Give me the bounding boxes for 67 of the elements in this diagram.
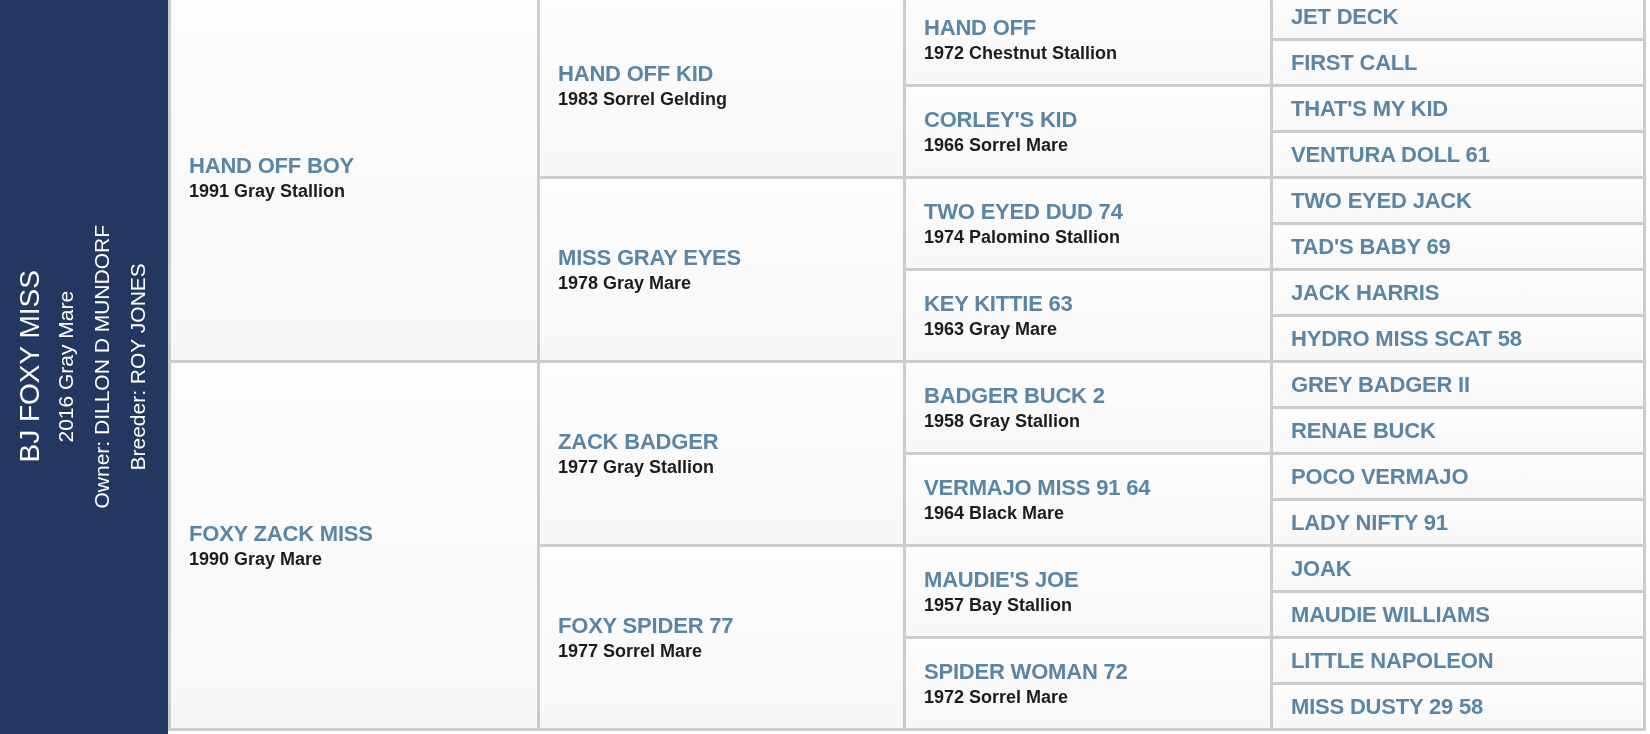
- horse-details: 1964 Black Mare: [924, 502, 1065, 525]
- horse-details: 1977 Sorrel Mare: [558, 640, 703, 663]
- horse-name: HYDRO MISS SCAT 58: [1291, 325, 1522, 352]
- horse-details: 1958 Gray Stallion: [924, 410, 1081, 433]
- ancestor-card: [1270, 84, 1646, 133]
- breeder-text: Breeder: ROY JONES: [126, 263, 149, 471]
- horse-name: MAUDIE WILLIAMS: [1291, 601, 1490, 628]
- ancestor-card: [1270, 268, 1646, 317]
- horse-name: VERMAJO MISS 91 64: [924, 474, 1151, 501]
- horse-name: TAD'S BABY 69: [1291, 233, 1451, 260]
- horse-details: 1977 Gray Stallion: [558, 456, 715, 479]
- ancestor-card: [1270, 0, 1646, 41]
- owner-text: Owner: DILLON D MUNDORF: [90, 225, 113, 509]
- horse-details: 1978 Gray Mare: [558, 272, 692, 295]
- horse-name: SPIDER WOMAN 72: [924, 658, 1128, 685]
- ancestor-card: [1270, 130, 1646, 179]
- horse-name: ZACK BADGER: [558, 428, 719, 455]
- horse-name: MAUDIE'S JOE: [924, 566, 1079, 593]
- horse-details: 1972 Chestnut Stallion: [924, 42, 1118, 65]
- horse-name: TWO EYED DUD 74: [924, 198, 1123, 225]
- ancestor-card: [1270, 314, 1646, 363]
- horse-name: THAT'S MY KID: [1291, 95, 1449, 122]
- ancestor-card: [168, 0, 540, 363]
- ancestor-card: [1270, 544, 1646, 593]
- horse-details: 1974 Palomino Stallion: [924, 226, 1121, 249]
- ancestor-card: [1270, 360, 1646, 409]
- ancestor-card: [1270, 590, 1646, 639]
- horse-name: MISS GRAY EYES: [558, 244, 742, 271]
- horse-details: 1957 Bay Stallion: [924, 594, 1073, 617]
- horse-name: LADY NIFTY 91: [1291, 509, 1448, 536]
- horse-name: JOAK: [1291, 555, 1352, 582]
- horse-name: VENTURA DOLL 61: [1291, 141, 1490, 168]
- horse-details: 2016 Gray Mare: [54, 291, 77, 443]
- ancestor-card: [1270, 222, 1646, 271]
- ancestor-card: [1270, 452, 1646, 501]
- horse-name: JET DECK: [1291, 3, 1399, 30]
- horse-name: FOXY SPIDER 77: [558, 612, 734, 639]
- horse-name: JACK HARRIS: [1291, 279, 1440, 306]
- horse-details: 1983 Sorrel Gelding: [558, 88, 728, 111]
- horse-details: 1990 Gray Mare: [189, 548, 323, 571]
- ancestor-card: [1270, 498, 1646, 547]
- horse-name: FIRST CALL: [1291, 49, 1418, 76]
- horse-name: BJ FOXY MISS: [14, 270, 45, 464]
- horse-name: BADGER BUCK 2: [924, 382, 1105, 409]
- ancestor-card: [168, 360, 540, 731]
- horse-details: 1966 Sorrel Mare: [924, 134, 1069, 157]
- subject-panel: [0, 0, 168, 734]
- ancestor-card: [1270, 682, 1646, 731]
- ancestor-card: [1270, 636, 1646, 685]
- horse-name: RENAE BUCK: [1291, 417, 1436, 444]
- horse-name: KEY KITTIE 63: [924, 290, 1073, 317]
- ancestor-card: [1270, 176, 1646, 225]
- horse-details: 1991 Gray Stallion: [189, 180, 346, 203]
- ancestor-card: [1270, 406, 1646, 455]
- horse-name: MISS DUSTY 29 58: [1291, 693, 1484, 720]
- horse-name: GREY BADGER II: [1291, 371, 1470, 398]
- horse-name: LITTLE NAPOLEON: [1291, 647, 1494, 674]
- horse-name: FOXY ZACK MISS: [189, 520, 373, 547]
- horse-name: HAND OFF BOY: [189, 152, 355, 179]
- horse-name: CORLEY'S KID: [924, 106, 1078, 133]
- horse-name: TWO EYED JACK: [1291, 187, 1472, 214]
- horse-details: 1972 Sorrel Mare: [924, 686, 1069, 709]
- horse-name: HAND OFF: [924, 14, 1037, 41]
- horse-details: 1963 Gray Mare: [924, 318, 1058, 341]
- ancestor-card: [1270, 38, 1646, 87]
- horse-name: POCO VERMAJO: [1291, 463, 1469, 490]
- horse-name: HAND OFF KID: [558, 60, 714, 87]
